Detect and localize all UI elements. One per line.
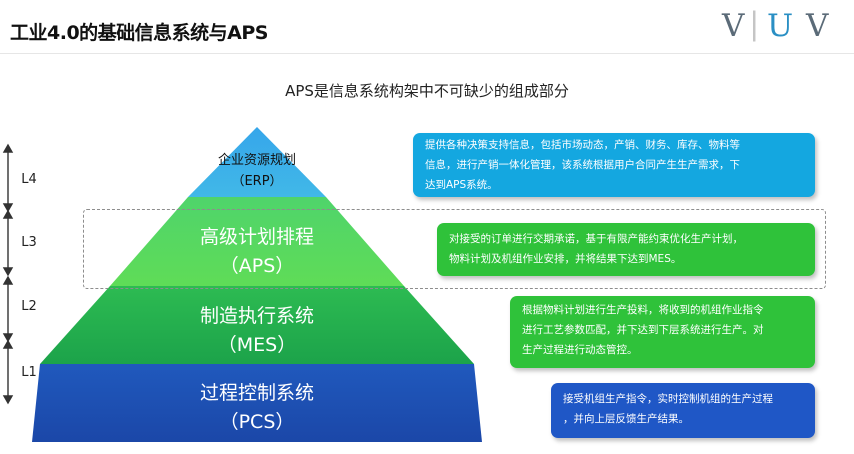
pyramid-layer-erp (188, 127, 326, 197)
desc-pcs-line-2: ，并向上层反馈生产结果。 (563, 413, 689, 425)
diagram-subtitle: APS是信息系统构架中不可缺少的组成部分 (285, 82, 569, 100)
desc-aps-line-1: 对接受的订单进行交期承诺，基于有限产能约束优化生产计划， (449, 233, 743, 245)
layer-label-pcs: 过程控制系统 （PCS） (152, 379, 362, 438)
layer-pcs-name: 过程控制系统 (199, 382, 314, 404)
level-arrows (2, 143, 14, 405)
description-box-aps: 对接受的订单进行交期承诺，基于有限产能约束优化生产计划， 物料计划及机组作业安排… (437, 223, 815, 276)
desc-erp-line-2: 信息，进行产销一体化管理，该系统根据用户合同产生生产需求，下 (425, 159, 740, 171)
level-label-l3: L3 (21, 235, 37, 250)
layer-label-aps: 高级计划排程 （APS） (157, 223, 357, 282)
desc-erp-line-1: 提供各种决策支持信息，包括市场动态，产销、财务、库存、物料等 (425, 139, 740, 151)
layer-label-mes: 制造执行系统 （MES） (152, 302, 362, 361)
page-title: 工业4.0的基础信息系统与APS (10, 22, 268, 44)
layer-label-erp: 企业资源规划 （ERP） (177, 151, 337, 193)
logo-letter-mid: U (767, 8, 794, 44)
header-divider (0, 53, 854, 54)
description-box-erp: 提供各种决策支持信息，包括市场动态，产销、财务、库存、物料等 信息，进行产销一体… (413, 133, 815, 197)
layer-mes-name: 制造执行系统 (199, 305, 314, 327)
level-label-l2: L2 (21, 299, 37, 314)
layer-mes-abbr: （MES） (217, 334, 297, 357)
layer-erp-name: 企业资源规划 (217, 153, 296, 168)
desc-mes-line-3: 生产过程进行动态管控。 (522, 344, 638, 356)
logo-letter-left: V (722, 8, 745, 44)
layer-pcs-abbr: （PCS） (219, 411, 295, 434)
logo-letter-right: V (806, 8, 829, 44)
pyramid-layer-aps (110, 197, 404, 286)
desc-erp-line-3: 达到APS系统。 (425, 179, 498, 191)
aps-highlight-frame (83, 209, 826, 289)
layer-erp-abbr: （ERP） (231, 173, 283, 189)
pyramid-layer-mes (40, 286, 474, 364)
logo-separator: | (749, 6, 760, 42)
layer-aps-name: 高级计划排程 (199, 226, 314, 248)
desc-mes-line-2: 进行工艺参数匹配，并下达到下层系统进行生产。对 (522, 324, 764, 336)
pyramid-layer-pcs (32, 364, 482, 442)
desc-pcs-line-1: 接受机组生产指令，实时控制机组的生产过程 (563, 393, 773, 405)
description-box-pcs: 接受机组生产指令，实时控制机组的生产过程 ，并向上层反馈生产结果。 (551, 383, 815, 438)
level-label-l1: L1 (21, 365, 37, 380)
desc-aps-line-2: 物料计划及机组作业安排，并将结果下达到MES。 (449, 253, 682, 265)
description-box-mes: 根据物料计划进行生产投料，将收到的机组作业指令 进行工艺参数匹配，并下达到下层系… (510, 296, 815, 368)
desc-mes-line-1: 根据物料计划进行生产投料，将收到的机组作业指令 (522, 304, 764, 316)
level-label-l4: L4 (21, 172, 37, 187)
layer-aps-abbr: （APS） (219, 255, 295, 278)
